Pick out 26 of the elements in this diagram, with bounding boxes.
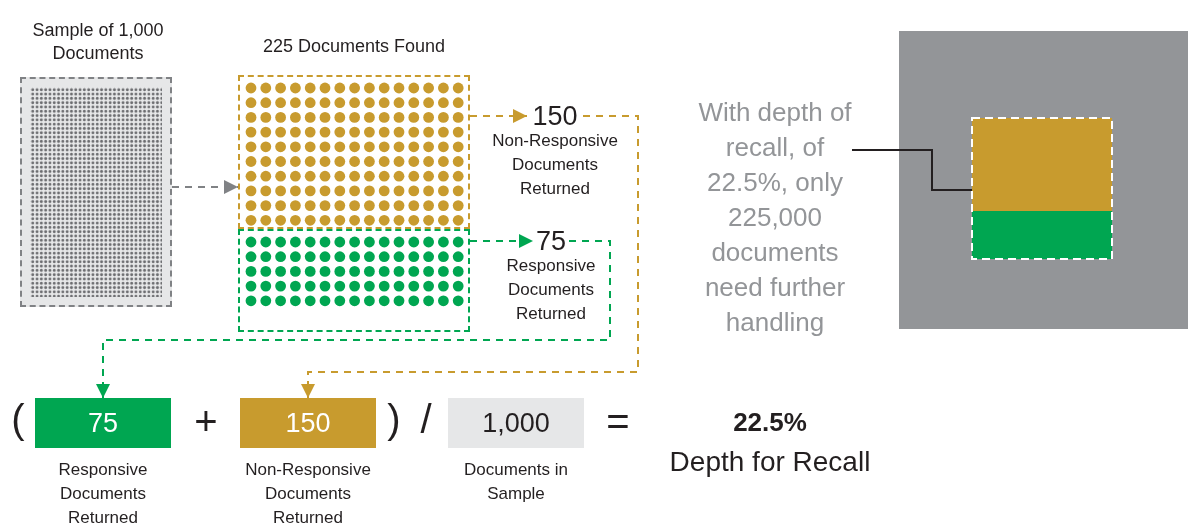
- result-caption: Depth for Recall: [668, 446, 872, 479]
- node-label: Documents in Sample: [463, 459, 569, 505]
- node-label: Responsive Documents Returned: [505, 255, 597, 325]
- leader-line: [851, 148, 973, 191]
- arrow: [469, 109, 528, 123]
- arrow: [96, 240, 611, 399]
- node-label: Non-Responsive Documents Returned: [244, 459, 372, 529]
- responsive-bar-segment: [972, 118, 1112, 211]
- result-value: 22.5%: [732, 408, 808, 438]
- parenthesis: ): [386, 396, 402, 442]
- arrow: [469, 234, 534, 248]
- node-label: Responsive Documents Returned: [57, 459, 149, 529]
- arrow: [171, 180, 239, 195]
- division-sign: /: [419, 396, 433, 442]
- responsive-bar-segment: [972, 211, 1112, 259]
- heading: 225 Documents Found: [261, 35, 447, 58]
- plus-sign: +: [193, 398, 219, 444]
- equals-sign: =: [605, 398, 631, 444]
- document-panel: [899, 31, 1188, 329]
- dot-grid-box: [238, 229, 470, 332]
- dot-grid-box: [238, 75, 470, 229]
- callout-text: With depth of recall, of 22.5%, only 225,000 documents need further handling: [698, 95, 852, 340]
- arrow: [301, 115, 639, 399]
- parenthesis: (: [10, 396, 26, 442]
- node-label: Non-Responsive Documents Returned: [491, 130, 619, 200]
- heading: Sample of 1,000 Documents: [31, 19, 165, 66]
